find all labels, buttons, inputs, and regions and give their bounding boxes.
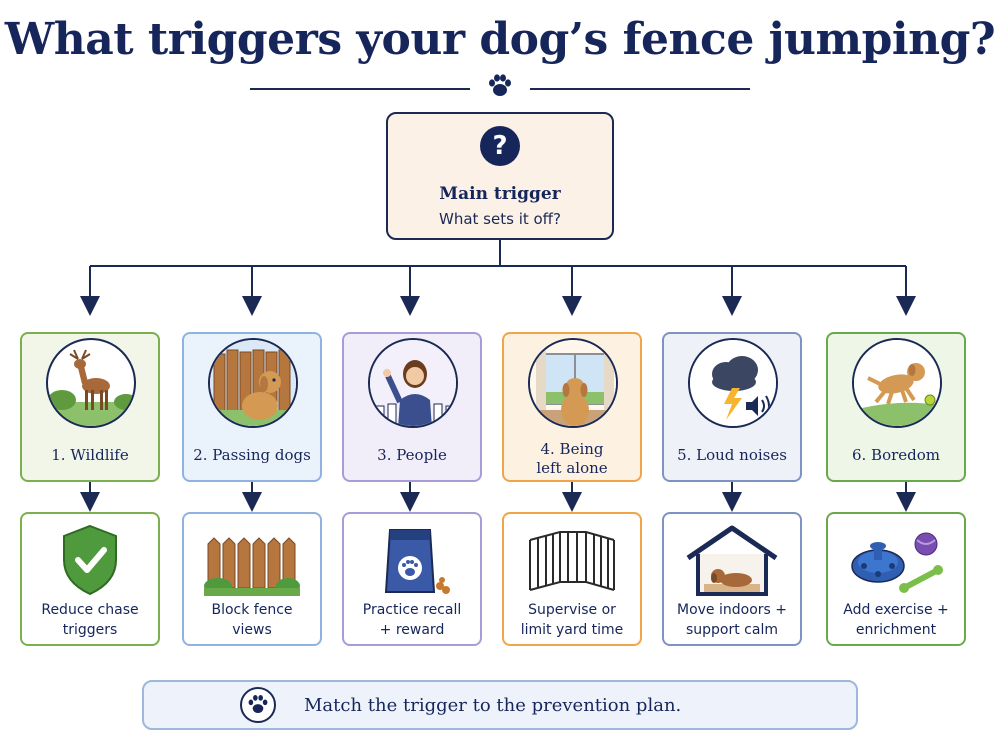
left-alone-illustration: [528, 338, 618, 428]
action-label-line2: triggers: [62, 622, 118, 638]
boredom-illustration: [852, 338, 942, 428]
main-trigger-box: ? Main trigger What sets it off?: [386, 112, 614, 240]
action-label-line2: enrichment: [855, 622, 937, 638]
trigger-card-loud-noises: 5. Loud noises: [662, 332, 802, 482]
action-label-line1: Add exercise +: [843, 602, 949, 618]
trigger-card-people: 3. People: [342, 332, 482, 482]
fence-icon: [204, 537, 300, 596]
action-card-practice-recall: Practice recall + reward: [342, 512, 482, 646]
action-label: Reduce chase triggers: [26, 600, 154, 640]
action-label-line2: support calm: [685, 622, 778, 638]
action-label: Add exercise + enrichment: [832, 600, 960, 640]
storm-cloud-icon: [690, 340, 776, 426]
action-card-reduce-chase: Reduce chase triggers: [20, 512, 160, 646]
paw-icon: [489, 74, 511, 96]
action-label-line1: Practice recall: [362, 602, 462, 618]
action-label: Supervise or limit yard time: [508, 600, 636, 640]
prevention-banner: Match the trigger to the prevention plan…: [142, 680, 858, 730]
people-illustration: [368, 338, 458, 428]
paw-icon: [240, 687, 276, 723]
toys-icon: [851, 532, 943, 593]
trigger-label-line1: 4. Being: [540, 440, 604, 458]
action-card-move-indoors: Move indoors + support calm: [662, 512, 802, 646]
action-label-line2: limit yard time: [520, 622, 624, 638]
trigger-label: 2. Passing dogs: [193, 446, 311, 464]
action-card-supervise: Supervise or limit yard time: [502, 512, 642, 646]
action-label-line1: Move indoors +: [676, 602, 787, 618]
page-title: What triggers your dog’s fence jumping?: [4, 14, 996, 65]
person-waving-icon: [370, 340, 456, 426]
wildlife-illustration: [46, 338, 136, 428]
trigger-label: 3. People: [377, 446, 447, 464]
action-label: Move indoors + support calm: [668, 600, 796, 640]
trigger-label: 5. Loud noises: [677, 446, 787, 464]
action-card-add-exercise: Add exercise + enrichment: [826, 512, 966, 646]
trigger-card-wildlife: 1. Wildlife: [20, 332, 160, 482]
trigger-label: 4. Being left alone: [508, 440, 636, 478]
question-icon: ?: [480, 126, 520, 166]
action-label: Block fence views: [188, 600, 316, 640]
loud-noises-illustration: [688, 338, 778, 428]
action-label-line2: views: [232, 622, 272, 638]
banner-text: Match the trigger to the prevention plan…: [304, 695, 682, 716]
trigger-card-boredom: 6. Boredom: [826, 332, 966, 482]
action-card-block-fence: Block fence views: [182, 512, 322, 646]
trigger-card-passing-dogs: 2. Passing dogs: [182, 332, 322, 482]
shield-check-icon: [63, 524, 117, 596]
action-label-line1: Supervise or: [528, 602, 616, 618]
action-label-line1: Block fence: [211, 602, 293, 618]
passing-dogs-illustration: [208, 338, 298, 428]
action-label-line2: + reward: [379, 622, 445, 638]
exercise-pen-icon: [529, 531, 615, 591]
title-divider-left: [250, 88, 470, 90]
action-label: Practice recall + reward: [348, 600, 476, 640]
main-trigger-title: Main trigger: [439, 184, 561, 204]
title-divider-right: [530, 88, 750, 90]
running-dog-icon: [854, 340, 940, 426]
trigger-label: 1. Wildlife: [51, 446, 129, 464]
dog-at-window-icon: [530, 340, 616, 426]
action-label-line1: Reduce chase: [41, 602, 139, 618]
treat-bag-icon: [384, 529, 450, 594]
trigger-label: 6. Boredom: [851, 446, 941, 464]
dog-house-icon: [686, 525, 778, 596]
trigger-label-line2: left alone: [536, 459, 608, 477]
trigger-card-left-alone: 4. Being left alone: [502, 332, 642, 482]
main-trigger-subtitle: What sets it off?: [439, 210, 561, 228]
deer-icon: [48, 349, 134, 426]
dog-at-fence-icon: [210, 340, 296, 426]
